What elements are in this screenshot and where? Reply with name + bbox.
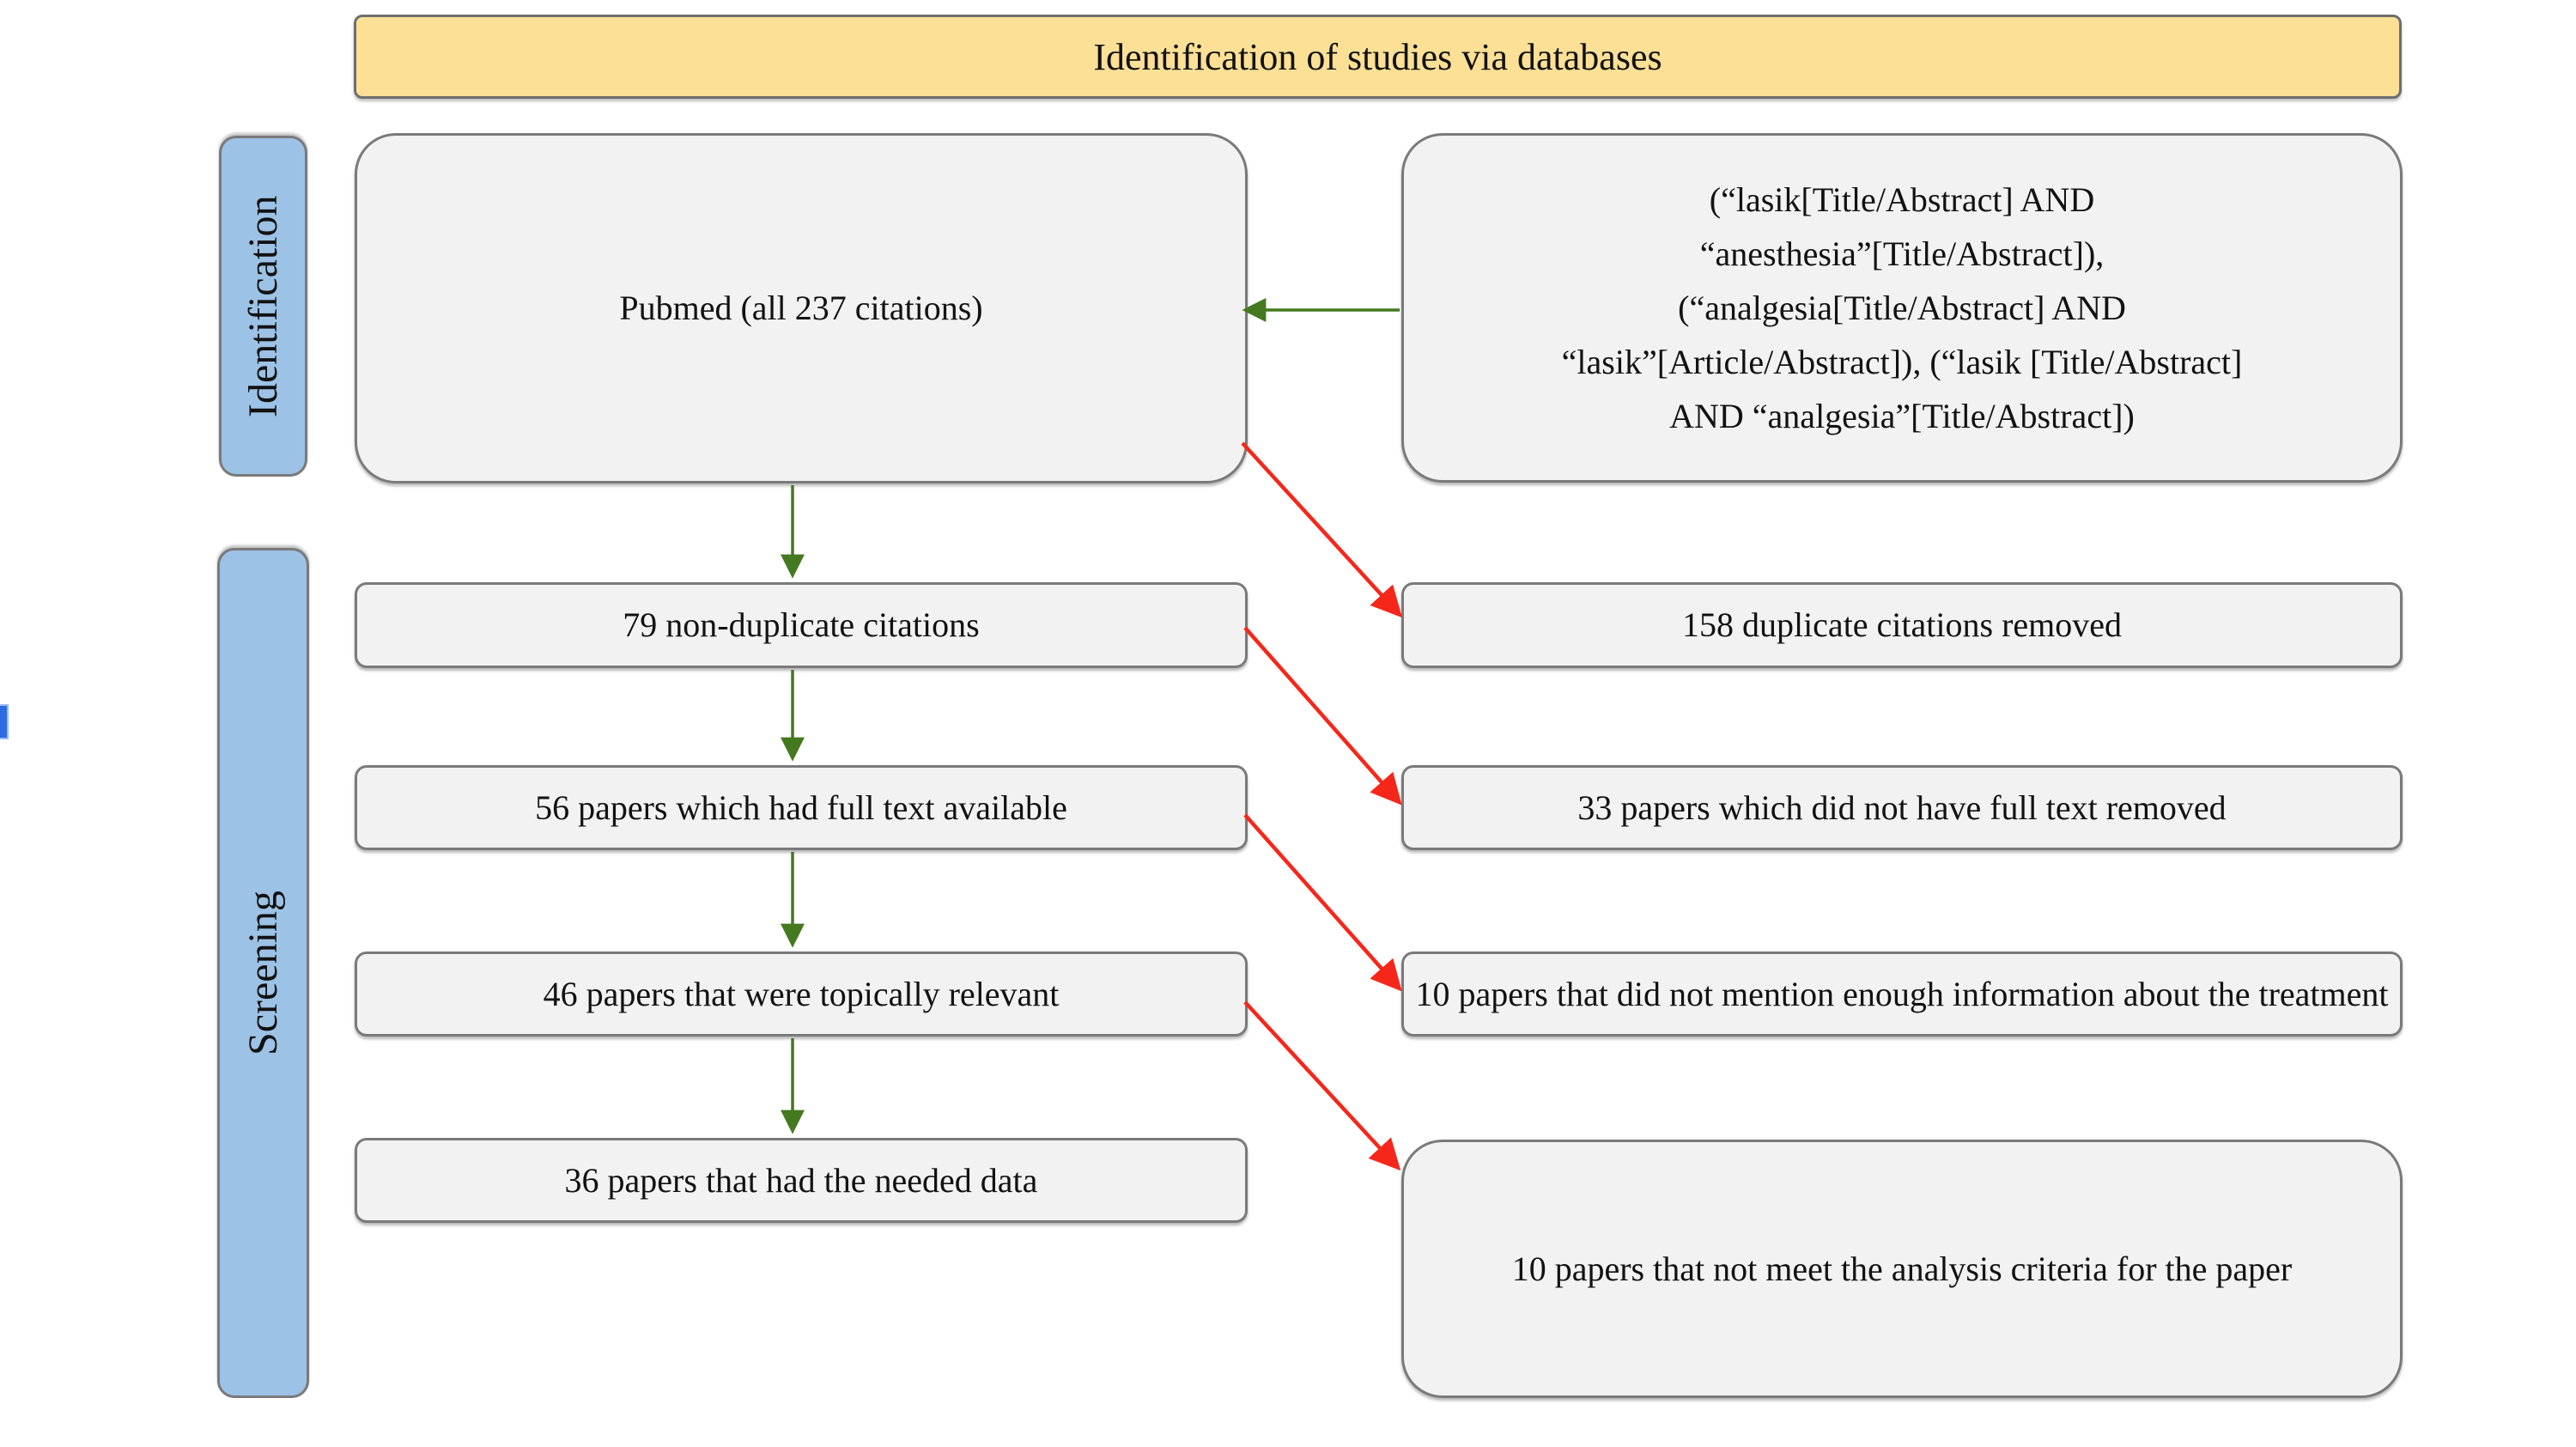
box-needed-data-label: 36 papers that had the needed data bbox=[564, 1160, 1038, 1200]
box-duplicates-removed-label: 158 duplicate citations removed bbox=[1681, 605, 2123, 644]
banner-identification-via-databases: Identification of studies via databases bbox=[354, 15, 2402, 99]
box-full-text-available: 56 papers which had full text available bbox=[355, 765, 1248, 850]
arrow-fulltext-to-notenoughinfo bbox=[1243, 813, 1402, 992]
box-no-full-text-removed: 33 papers which did not have full text r… bbox=[1401, 765, 2403, 850]
query-line-5: AND “analgesia”[Title/Abstract]) bbox=[1669, 397, 2135, 435]
box-no-full-text-removed-label: 33 papers which did not have full text r… bbox=[1577, 787, 2227, 827]
box-needed-data: 36 papers that had the needed data bbox=[355, 1138, 1248, 1223]
arrow-pubmed-to-duplicates-removed bbox=[1241, 441, 1403, 618]
box-full-text-available-label: 56 papers which had full text available bbox=[535, 787, 1067, 827]
box-not-meet-criteria-label: 10 papers that not meet the analysis cri… bbox=[1511, 1249, 2293, 1288]
box-not-enough-info-label: 10 papers that did not mention enough in… bbox=[1415, 974, 2389, 1013]
query-line-4: “lasik”[Article/Abstract]), (“lasik [Tit… bbox=[1561, 343, 2243, 381]
box-pubmed-source: Pubmed (all 237 citations) bbox=[355, 133, 1248, 483]
query-line-2: “anesthesia”[Title/Abstract]), bbox=[1699, 234, 2105, 273]
stage-bar-screening: Screening bbox=[217, 548, 309, 1398]
box-non-duplicate-citations-label: 79 non-duplicate citations bbox=[623, 605, 980, 644]
box-duplicates-removed: 158 duplicate citations removed bbox=[1401, 582, 2403, 668]
box-pubmed-source-label: Pubmed (all 237 citations) bbox=[619, 289, 983, 327]
arrow-relevant-to-notmeetcriteria bbox=[1243, 1000, 1401, 1171]
stage-bar-screening-label: Screening bbox=[240, 891, 286, 1055]
box-topically-relevant: 46 papers that were topically relevant bbox=[355, 951, 1248, 1037]
box-search-query: (“lasik[Title/Abstract] AND “anesthesia”… bbox=[1401, 133, 2403, 483]
banner-label: Identification of studies via databases bbox=[1093, 35, 1662, 78]
box-not-enough-info: 10 papers that did not mention enough in… bbox=[1401, 951, 2403, 1037]
stage-bar-identification-label: Identification bbox=[240, 195, 286, 417]
edge-selection-artifact bbox=[0, 704, 9, 739]
box-non-duplicate-citations: 79 non-duplicate citations bbox=[355, 582, 1248, 668]
arrow-nonduplicate-to-nofulltext bbox=[1243, 626, 1402, 806]
box-not-meet-criteria: 10 papers that not meet the analysis cri… bbox=[1401, 1140, 2403, 1398]
stage-bar-identification: Identification bbox=[219, 136, 307, 477]
box-search-query-text: (“lasik[Title/Abstract] AND “anesthesia”… bbox=[1562, 173, 2243, 443]
query-line-1: (“lasik[Title/Abstract] AND bbox=[1709, 180, 2095, 219]
query-line-3: (“analgesia[Title/Abstract] AND bbox=[1678, 289, 2126, 327]
box-topically-relevant-label: 46 papers that were topically relevant bbox=[543, 974, 1060, 1013]
